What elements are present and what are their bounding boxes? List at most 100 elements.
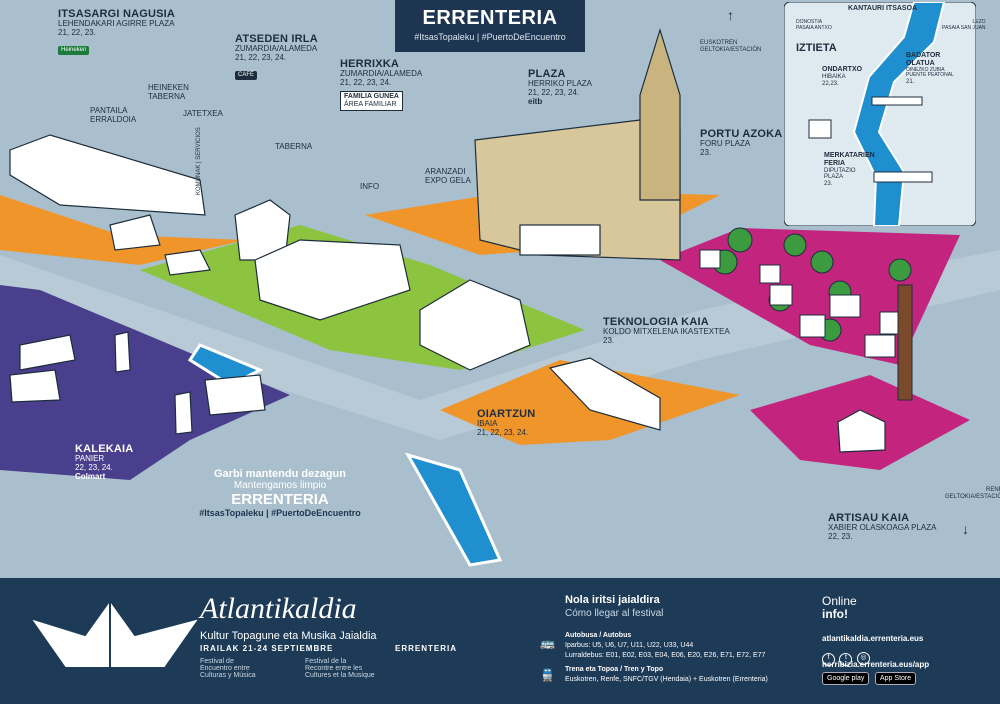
zone-itsasargi <box>0 195 245 265</box>
clean-town: ERRENTERIA <box>231 491 329 508</box>
inset-title: IZTIETA <box>796 42 837 54</box>
label-sub: HIBAIKA <box>822 73 846 80</box>
how-sub: Cómo llegar al festival <box>565 608 664 619</box>
label-days: 21, 22, 23, 24. <box>340 78 392 88</box>
bus-line2: Lurraldebus: E01, E02, E03, E04, E06, E2… <box>565 652 766 659</box>
label-renfe: RENFE GELTOKIA/ESTACIÓN <box>945 487 1000 500</box>
label-sub: LEHENDAKARI AGIRRE PLAZA <box>58 19 175 29</box>
clean-line1: Garbi mantendu dezagun <box>213 468 346 480</box>
header-hashtags: #ItsasTopaleku | #PuertoDeEncuentro <box>414 32 566 42</box>
label-herrixka: HERRIXKA ZUMARDIA/ALAMEDA 21, 22, 23, 24… <box>340 58 422 111</box>
label-kalekaia: KALEKAIA PANIER 22, 23, 24. Colmart <box>75 443 133 482</box>
label-title: ARTISAU KAIA <box>828 512 910 524</box>
familia-title: FAMILIA GUNEA <box>344 93 399 101</box>
label-days: 21. <box>906 78 915 85</box>
train-icon: 🚆 <box>540 668 555 682</box>
label-title: ONDARTXO <box>822 66 863 73</box>
social-icons: f t ◎ <box>822 646 870 666</box>
inset-badator: BADATOR OLATUA OINEZKO ZUBIA PUENTE PEAT… <box>906 52 954 86</box>
label-days: 23. <box>603 336 615 346</box>
inset-ondartxo: ONDARTXO HIBAIKA 22,23. <box>822 66 862 87</box>
cafe-badge: CAFÉ <box>235 71 258 80</box>
label-title: PORTU AZOKA <box>700 128 783 140</box>
label-taberna: TABERNA <box>275 142 313 151</box>
url-main[interactable]: atlantikaldia.errenteria.eus <box>822 634 924 643</box>
iztieta-inset-map <box>784 2 976 226</box>
info-label: info! <box>822 607 848 621</box>
footer-town: ERRENTERIA <box>395 644 458 653</box>
label-sub: ZUMARDIA/ALAMEDA <box>235 44 318 54</box>
colmart-logo: Colmart <box>75 472 106 482</box>
label-sub: PANIER <box>75 454 105 464</box>
inset-donostia: DONOSTIA PASAIA ANTXO <box>796 19 832 31</box>
label-portu: PORTU AZOKA FORU PLAZA 23. <box>700 128 782 158</box>
label-title: OIARTZUN <box>477 408 536 420</box>
heineken-logo: Heineken <box>58 46 90 55</box>
clean-message: Garbi mantendu dezagun Mantengamos limpi… <box>175 468 385 518</box>
header-title-box: ERRENTERIA #ItsasTopaleku | #PuertoDeEnc… <box>395 0 585 52</box>
clean-line2: Mantengamos limpio <box>233 480 327 491</box>
bus-line1: Iparbus: U5, U6, U7, U11, U22, U33, U44 <box>565 642 694 649</box>
label-days: 23. <box>824 181 833 188</box>
label-title: MERKATARIEN FERIA <box>824 152 875 167</box>
label-days: 21, 22, 23, 24. <box>477 428 529 438</box>
label-sub: IBAIA <box>477 419 498 429</box>
label-days: 22,23. <box>822 80 839 87</box>
zone-kalekaia <box>0 285 290 480</box>
label-atseden: ATSEDEN IRLA ZUMARDIA/ALAMEDA 21, 22, 23… <box>235 33 318 81</box>
facebook-icon[interactable]: f <box>822 653 835 666</box>
north-arrow-icon: ↑ <box>727 7 734 23</box>
clean-tags: #ItsasTopaleku | #PuertoDeEncuentro <box>199 508 361 518</box>
label-title: ATSEDEN IRLA <box>235 33 318 45</box>
url-app[interactable]: herribizia.errenteria.eus/app <box>822 660 930 669</box>
train-title: Trena eta Topoa / Tren y Topo <box>565 666 664 673</box>
inset-lezo: LEZO PASAIA SAN JUAN <box>942 19 986 31</box>
label-title: ITSASARGI NAGUSIA <box>58 8 176 20</box>
label-pantaila: PANTAILA ERRALDOIA <box>90 106 137 124</box>
train-line: Euskotren, Renfe, SNFC/TGV (Hendaia) + E… <box>565 676 768 683</box>
label-title: KALEKAIA <box>75 443 134 455</box>
footer: Atlantikaldia Kultur Topagune eta Musika… <box>0 578 1000 704</box>
label-sub: HERRIKO PLAZA <box>528 79 593 89</box>
label-title: TEKNOLOGIA KAIA <box>603 316 709 328</box>
paper-boat-logo <box>30 600 200 669</box>
label-info: INFO <box>360 182 380 191</box>
app-store-button[interactable]: App Store <box>875 672 917 685</box>
familia-gunea-badge: FAMILIA GUNEA ÁREA FAMILIAR <box>340 91 403 111</box>
how-title: Nola iritsi jaialdira <box>565 594 660 606</box>
label-days: 22, 23, 24. <box>75 463 113 473</box>
footer-dates: IRAILAK 21-24 SEPTIEMBRE <box>200 644 334 653</box>
label-jatetxea: JATETXEA <box>183 109 223 118</box>
label-days: 21, 22, 23, 24. <box>235 53 287 63</box>
label-itsasargi: ITSASARGI NAGUSIA LEHENDAKARI AGIRRE PLA… <box>58 8 175 56</box>
label-artisau: ARTISAU KAIA XABIER OLASKOAGA PLAZA 22, … <box>828 512 937 542</box>
label-sub: DIPUTAZIO PLAZA <box>824 167 856 181</box>
label-heineken-taberna: HEINEKEN TABERNA <box>148 83 189 101</box>
label-sub: ZUMARDIA/ALAMEDA <box>340 69 423 79</box>
label-oiartzun: OIARTZUN IBAIA 21, 22, 23, 24. <box>477 408 535 438</box>
footer-fest-es: Festival de Encuentro entre Culturas y M… <box>200 658 256 679</box>
label-plaza: PLAZA HERRIKO PLAZA 21, 22, 23, 24. eitb <box>528 68 592 107</box>
label-sub: FORU PLAZA <box>700 139 751 149</box>
footer-brand: Atlantikaldia <box>200 592 357 625</box>
twitter-icon[interactable]: t <box>839 653 853 666</box>
label-komunak: KOMUNAK | SERVICIOS <box>196 127 202 195</box>
label-title: BADATOR OLATUA <box>906 52 941 67</box>
bus-title: Autobusa / Autobus <box>565 632 632 639</box>
bus-icon: 🚌 <box>540 636 555 650</box>
label-days: 21, 22, 23, 24. <box>528 88 580 98</box>
label-sub: KOLDO MITXELENA IKASTEXTEA <box>603 327 730 337</box>
footer-subtitle: Kultur Topagune eta Musika Jaialdia <box>200 630 377 642</box>
inset-top-label: KANTAURI ITSASOA <box>848 5 918 12</box>
label-title: HERRIXKA <box>340 58 400 70</box>
eitb-logo: eitb <box>528 97 543 107</box>
label-days: 21, 22, 23. <box>58 28 96 38</box>
label-days: 22, 23. <box>828 532 853 542</box>
google-play-button[interactable]: Google play <box>822 672 870 685</box>
label-days: 23. <box>700 148 712 158</box>
online-label: Online <box>822 594 857 608</box>
label-sub: XABIER OLASKOAGA PLAZA <box>828 523 937 533</box>
label-sub: OINEZKO ZUBIA PUENTE PEATONAL <box>906 66 954 79</box>
label-title: PLAZA <box>528 68 566 80</box>
instagram-icon[interactable]: ◎ <box>856 652 870 665</box>
